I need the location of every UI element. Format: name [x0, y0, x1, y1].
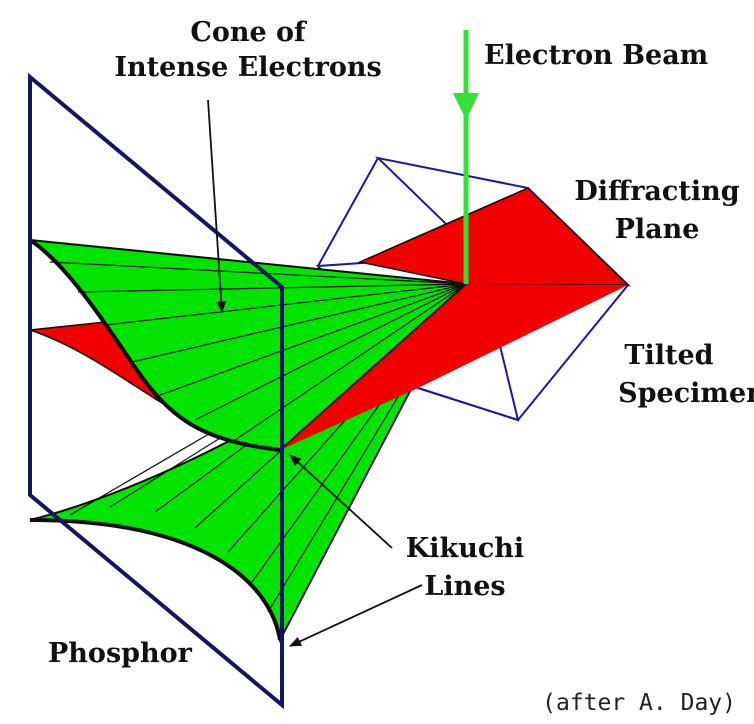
electron-beam-label: Electron Beam: [484, 40, 708, 71]
diffracting-plane-label-line2: Plane: [615, 214, 700, 245]
diffracting-plane-label-line1: Diffracting: [574, 176, 739, 207]
tilted-specimen-label-line1: Tilted: [624, 340, 713, 371]
cone-label-line1: Cone of: [190, 17, 308, 48]
electron-beam-arrowhead: [453, 93, 479, 120]
credit-label: (after A. Day): [542, 690, 736, 716]
kikuchi-label-line2: Lines: [424, 571, 505, 602]
tilted-specimen-label-line2: Specimen: [618, 378, 754, 409]
cone-label-line2: Intense Electrons: [114, 52, 381, 83]
kikuchi-label-line1: Kikuchi: [406, 533, 524, 564]
phosphor-label: Phosphor: [48, 638, 193, 669]
kikuchi-pointer-arrow-lower: [290, 585, 422, 646]
